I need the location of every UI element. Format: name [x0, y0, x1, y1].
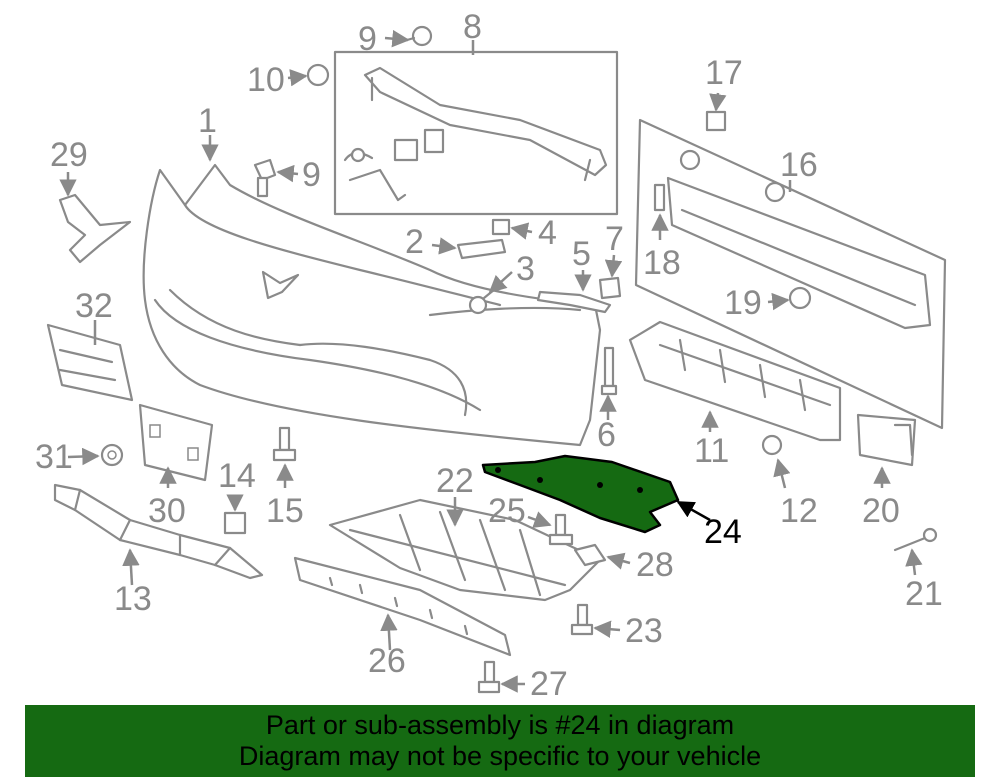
callout-13: 13 — [114, 580, 152, 618]
callout-5: 5 — [572, 235, 591, 273]
callout-20: 20 — [862, 492, 900, 530]
callout-25: 25 — [488, 492, 526, 530]
leader-lines — [59, 29, 923, 693]
callout-28: 28 — [636, 546, 674, 584]
part-16-panel-group — [634, 110, 947, 430]
part-22-underbody-shield — [328, 498, 602, 602]
part-25-bolt — [548, 513, 574, 546]
banner-line-1: Part or sub-assembly is #24 in diagram — [265, 710, 735, 740]
callout-1: 1 — [198, 102, 217, 140]
info-banner: Part or sub-assembly is #24 in diagram D… — [25, 705, 975, 777]
callout-31: 31 — [35, 438, 73, 476]
part-8-bracket-group — [333, 50, 619, 216]
callout-29: 29 — [50, 136, 88, 174]
parts-5-6-7 — [536, 276, 622, 396]
part-31-push-pin — [100, 443, 124, 467]
part-12-pin — [761, 434, 783, 456]
part-20-bracket — [856, 413, 917, 467]
callout-27: 27 — [530, 665, 568, 703]
part-28-clip — [573, 543, 607, 567]
part-1-bumper-fascia — [142, 163, 602, 447]
part-13-deflector — [53, 483, 264, 580]
part-27-bolt — [477, 660, 501, 694]
part-30-bracket — [138, 403, 214, 482]
callout-8: 8 — [463, 8, 482, 46]
part-23-bolt — [570, 603, 594, 636]
part-15-bolt — [272, 426, 297, 462]
callout-23: 23 — [625, 612, 663, 650]
callout-3: 3 — [516, 250, 535, 288]
part-32-plate-bracket — [46, 323, 134, 402]
callout-7: 7 — [605, 220, 624, 258]
callout-22: 22 — [436, 462, 474, 500]
callout-labels: 1 2 3 4 5 6 7 8 9 9 10 11 12 13 14 15 16… — [35, 8, 943, 703]
part-29-emblem — [58, 193, 132, 264]
callout-30: 30 — [148, 492, 186, 530]
part-21-rivet — [893, 527, 938, 552]
callout-17: 17 — [705, 54, 743, 92]
part-14-clip — [223, 511, 247, 535]
callout-9-side: 9 — [302, 156, 321, 194]
callout-21: 21 — [905, 575, 943, 613]
callout-12: 12 — [780, 492, 818, 530]
parts-2-3-4-fasteners — [456, 218, 511, 315]
callout-9-top: 9 — [358, 20, 377, 58]
callout-4: 4 — [538, 214, 557, 252]
callout-6: 6 — [597, 416, 616, 454]
callout-14: 14 — [218, 457, 256, 495]
callout-10: 10 — [247, 61, 285, 99]
callout-32: 32 — [75, 287, 113, 325]
callout-2: 2 — [405, 223, 424, 261]
part-11-energy-absorber — [628, 320, 842, 442]
callout-16: 16 — [780, 146, 818, 184]
callout-11: 11 — [694, 432, 729, 470]
callout-19: 19 — [724, 284, 762, 322]
part-10-nut — [306, 63, 330, 87]
part-24-highlighted-panel — [481, 454, 680, 534]
callout-24-highlighted: 24 — [704, 513, 742, 551]
callout-15: 15 — [266, 492, 304, 530]
part-26-air-dam — [293, 556, 512, 657]
banner-line-2: Diagram may not be specific to your vehi… — [238, 741, 762, 771]
callout-26: 26 — [368, 642, 406, 680]
callout-18: 18 — [643, 244, 681, 282]
